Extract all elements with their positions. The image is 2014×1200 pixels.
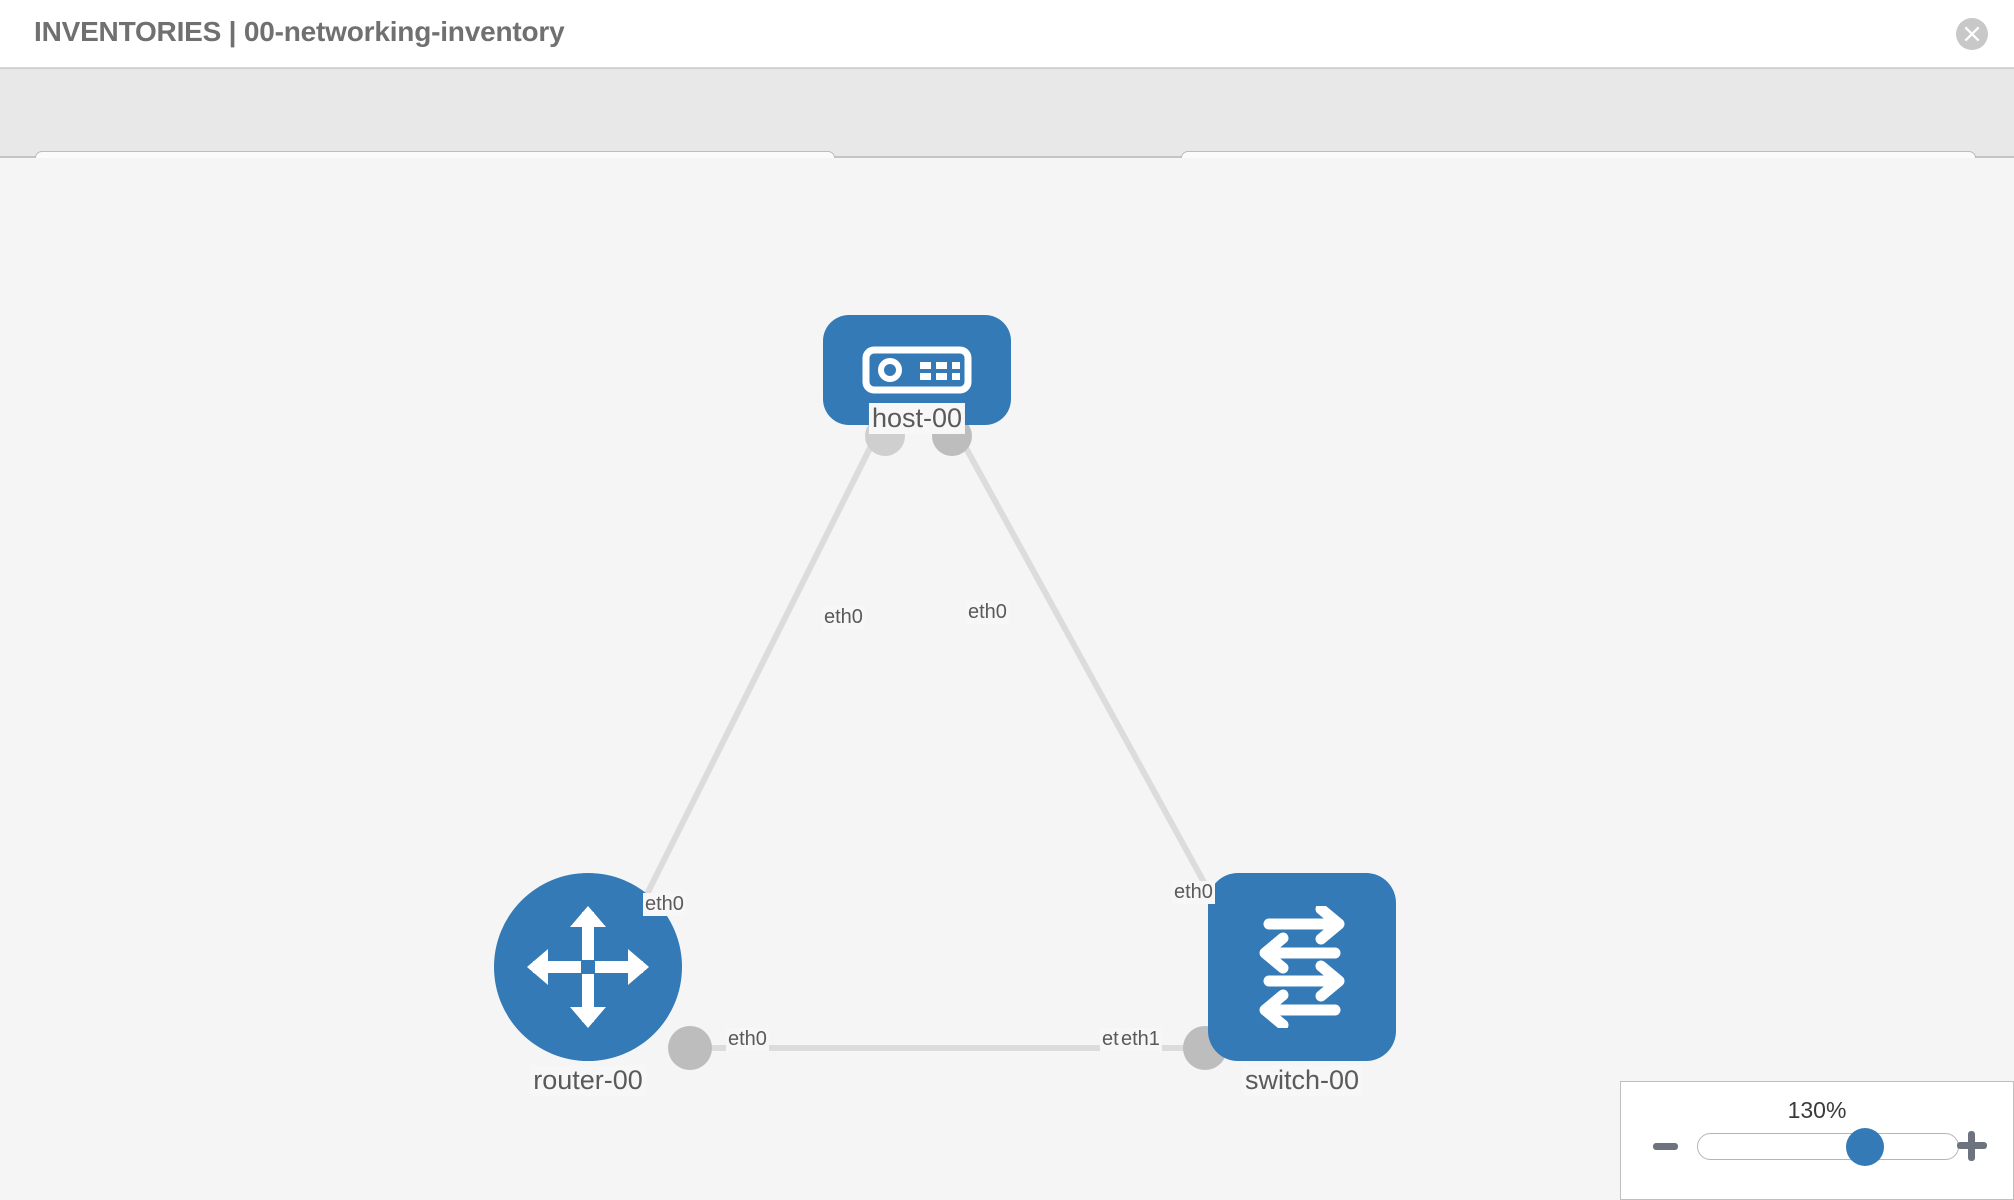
topology-node-host-00[interactable]: host-00 bbox=[823, 315, 1011, 434]
switch-node-shape[interactable] bbox=[1208, 873, 1396, 1061]
edge-label-router-up: eth0 bbox=[643, 893, 686, 916]
topology-node-router-00[interactable]: router-00 bbox=[494, 873, 682, 1096]
edge-label-switch-up: eth0 bbox=[1172, 881, 1215, 904]
zoom-slider-track[interactable] bbox=[1697, 1128, 1959, 1166]
close-icon[interactable] bbox=[1956, 18, 1988, 50]
switch-icon bbox=[1259, 906, 1345, 1028]
toolbar: ACTIONS SEARCH bbox=[0, 68, 2014, 201]
edge-label-switch-left: eth1 bbox=[1119, 1028, 1162, 1051]
plus-icon[interactable] bbox=[1957, 1131, 1987, 1161]
connector-router-right bbox=[668, 1026, 712, 1070]
router-icon bbox=[527, 906, 649, 1028]
page-header: INVENTORIES | 00-networking-inventory bbox=[0, 0, 2014, 68]
node-label-router-00: router-00 bbox=[530, 1065, 646, 1096]
edge-label-host-right: eth0 bbox=[966, 601, 1009, 624]
node-label-switch-00: switch-00 bbox=[1241, 1065, 1363, 1096]
router-node-shape[interactable] bbox=[494, 873, 682, 1061]
server-icon bbox=[862, 346, 972, 394]
topology-node-switch-00[interactable]: switch-00 bbox=[1208, 873, 1396, 1096]
zoom-control-panel: 130% bbox=[1620, 1081, 2014, 1200]
page-title: INVENTORIES | 00-networking-inventory bbox=[34, 16, 565, 47]
minus-icon[interactable] bbox=[1653, 1143, 1678, 1150]
edge-label-router-right: eth0 bbox=[726, 1028, 769, 1051]
zoom-level-label: 130% bbox=[1787, 1097, 1847, 1123]
zoom-slider-thumb[interactable] bbox=[1846, 1128, 1884, 1166]
topology-canvas[interactable]: host-00 router-00 bbox=[0, 158, 2014, 1200]
link-host-switch bbox=[952, 426, 1243, 950]
edge-label-host-left: eth0 bbox=[822, 606, 865, 629]
node-label-host-00: host-00 bbox=[868, 403, 966, 434]
link-host-router bbox=[617, 426, 883, 950]
